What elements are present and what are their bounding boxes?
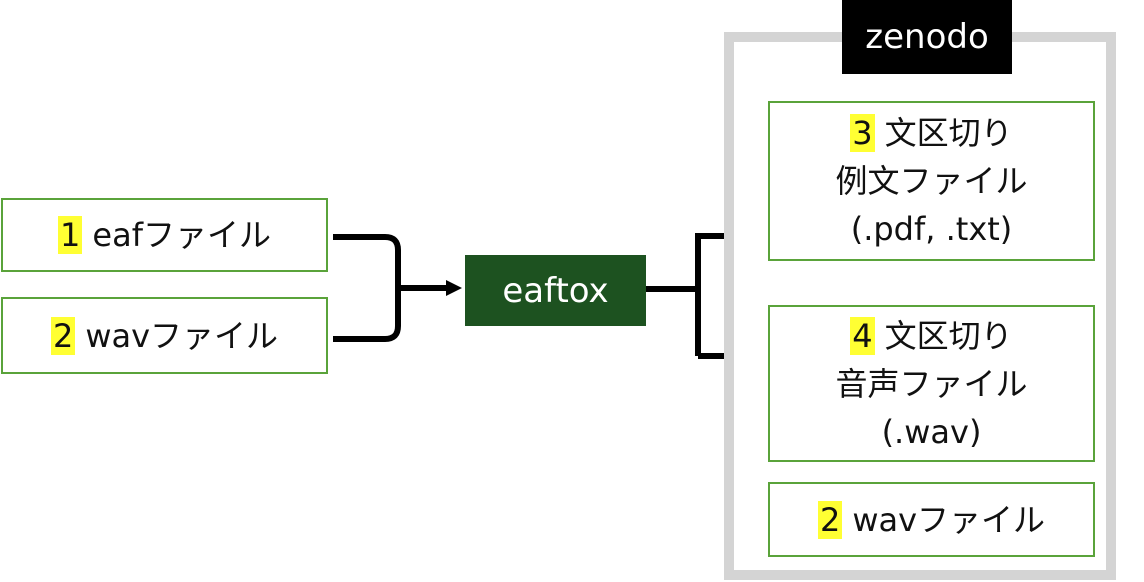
step-number: 3: [850, 114, 875, 152]
repository-name: zenodo: [842, 0, 1012, 74]
output-line: 文区切り: [884, 316, 1013, 355]
output-line: wavファイル: [852, 500, 1046, 539]
process-eaftox: eaftox: [465, 255, 646, 326]
repository-name-label: zenodo: [865, 17, 989, 57]
output-line: 音声ファイル: [835, 364, 1028, 403]
output-line: (.pdf, .txt): [850, 210, 1013, 248]
process-label: eaftox: [502, 270, 609, 311]
step-number: 4: [850, 316, 875, 355]
input-label: eafファイル: [92, 216, 271, 254]
output-line: (.wav): [881, 412, 982, 451]
step-number: 1: [58, 216, 83, 254]
output-line: 文区切り: [884, 114, 1013, 152]
merge-connector: [333, 234, 401, 342]
step-number: 2: [817, 500, 843, 539]
split-connector: [646, 233, 734, 359]
input-label: wavファイル: [85, 316, 279, 355]
step-number: 2: [50, 316, 76, 355]
merge-arrowhead: [446, 280, 462, 296]
output-line: 例文ファイル: [835, 162, 1028, 200]
